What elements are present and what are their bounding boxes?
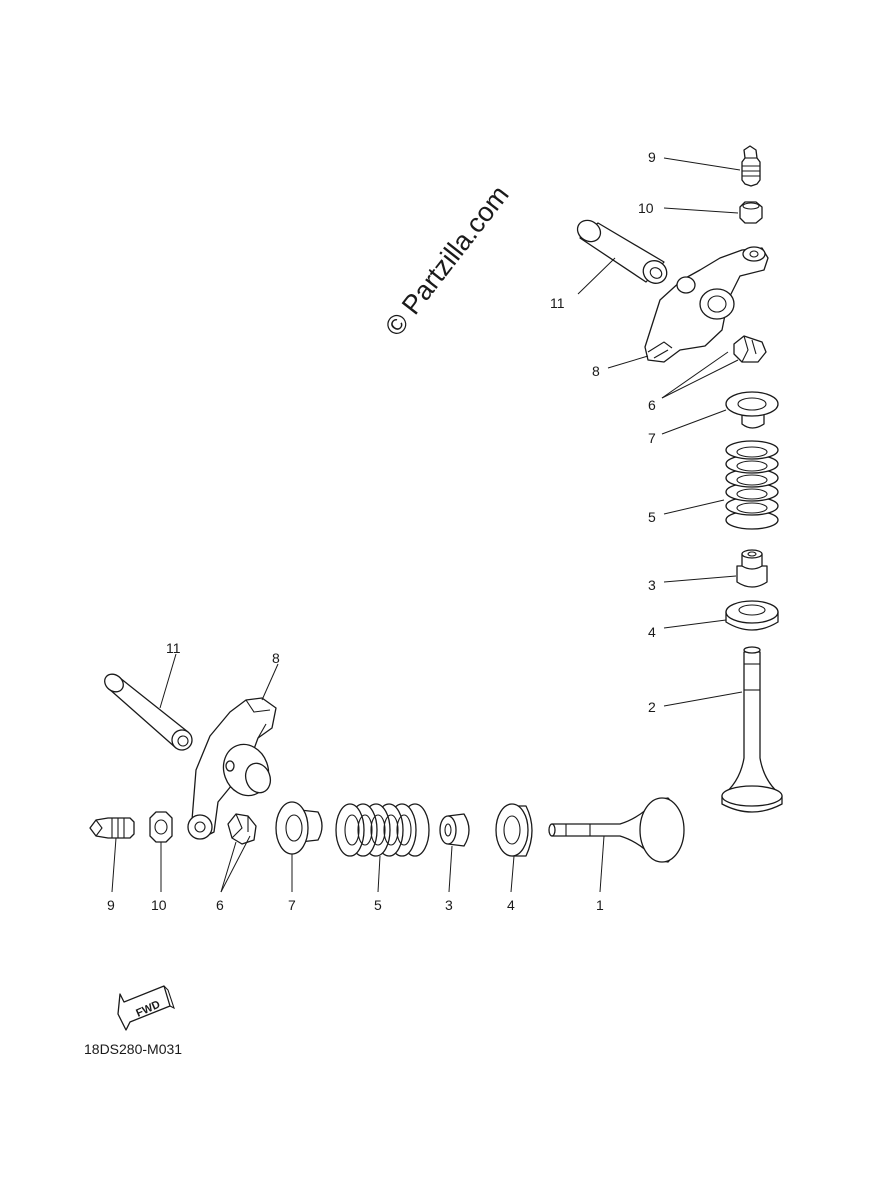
callout-10-left: 10 bbox=[151, 897, 167, 913]
callout-4-right: 4 bbox=[648, 624, 656, 640]
callout-4-left: 4 bbox=[507, 897, 515, 913]
valve-cotter-left[interactable] bbox=[227, 813, 257, 845]
drawing-code: 18DS280-M031 bbox=[84, 1041, 182, 1057]
callout-1-left: 1 bbox=[596, 897, 604, 913]
callout-2-right: 2 bbox=[648, 699, 656, 715]
spring-seat-right[interactable] bbox=[725, 600, 779, 631]
callout-6-right: 6 bbox=[648, 397, 656, 413]
valve-left[interactable] bbox=[548, 797, 685, 863]
callout-7-right: 7 bbox=[648, 430, 656, 446]
spring-seat-left[interactable] bbox=[495, 803, 533, 857]
valve-right[interactable] bbox=[721, 646, 783, 813]
leader-lines-left bbox=[111, 653, 605, 893]
valve-cotter-right[interactable] bbox=[733, 335, 767, 363]
callout-3-left: 3 bbox=[445, 897, 453, 913]
locknut-right[interactable] bbox=[739, 201, 763, 224]
rocker-shaft-left[interactable] bbox=[101, 671, 196, 754]
adjuster-screw-left[interactable] bbox=[89, 817, 135, 839]
rocker-arm-left[interactable] bbox=[187, 697, 277, 840]
rocker-shaft-right[interactable] bbox=[574, 216, 671, 288]
stem-seal-right[interactable] bbox=[736, 549, 768, 588]
callout-8-right: 8 bbox=[592, 363, 600, 379]
rocker-arm-right[interactable] bbox=[644, 246, 769, 363]
callout-9-right: 9 bbox=[648, 149, 656, 165]
valve-spring-right[interactable] bbox=[725, 440, 779, 530]
forward-arrow-icon: FWD bbox=[117, 985, 175, 1031]
spring-retainer-left[interactable] bbox=[275, 801, 323, 855]
callout-3-right: 3 bbox=[648, 577, 656, 593]
locknut-left[interactable] bbox=[149, 811, 173, 843]
callout-5-left: 5 bbox=[374, 897, 382, 913]
leader-lines-right bbox=[577, 157, 743, 707]
callout-8-left: 8 bbox=[272, 650, 280, 666]
callout-7-left: 7 bbox=[288, 897, 296, 913]
callout-5-right: 5 bbox=[648, 509, 656, 525]
adjuster-screw-right[interactable] bbox=[741, 145, 761, 187]
callout-6-left: 6 bbox=[216, 897, 224, 913]
spring-retainer-right[interactable] bbox=[725, 391, 779, 429]
stem-seal-left[interactable] bbox=[439, 813, 470, 847]
callout-9-left: 9 bbox=[107, 897, 115, 913]
callout-10-right: 10 bbox=[638, 200, 654, 216]
valve-spring-left[interactable] bbox=[335, 803, 430, 857]
watermark-text: © Partzilla.com bbox=[379, 180, 515, 342]
callout-11-right: 11 bbox=[550, 295, 565, 311]
callout-11-left: 11 bbox=[166, 640, 181, 656]
